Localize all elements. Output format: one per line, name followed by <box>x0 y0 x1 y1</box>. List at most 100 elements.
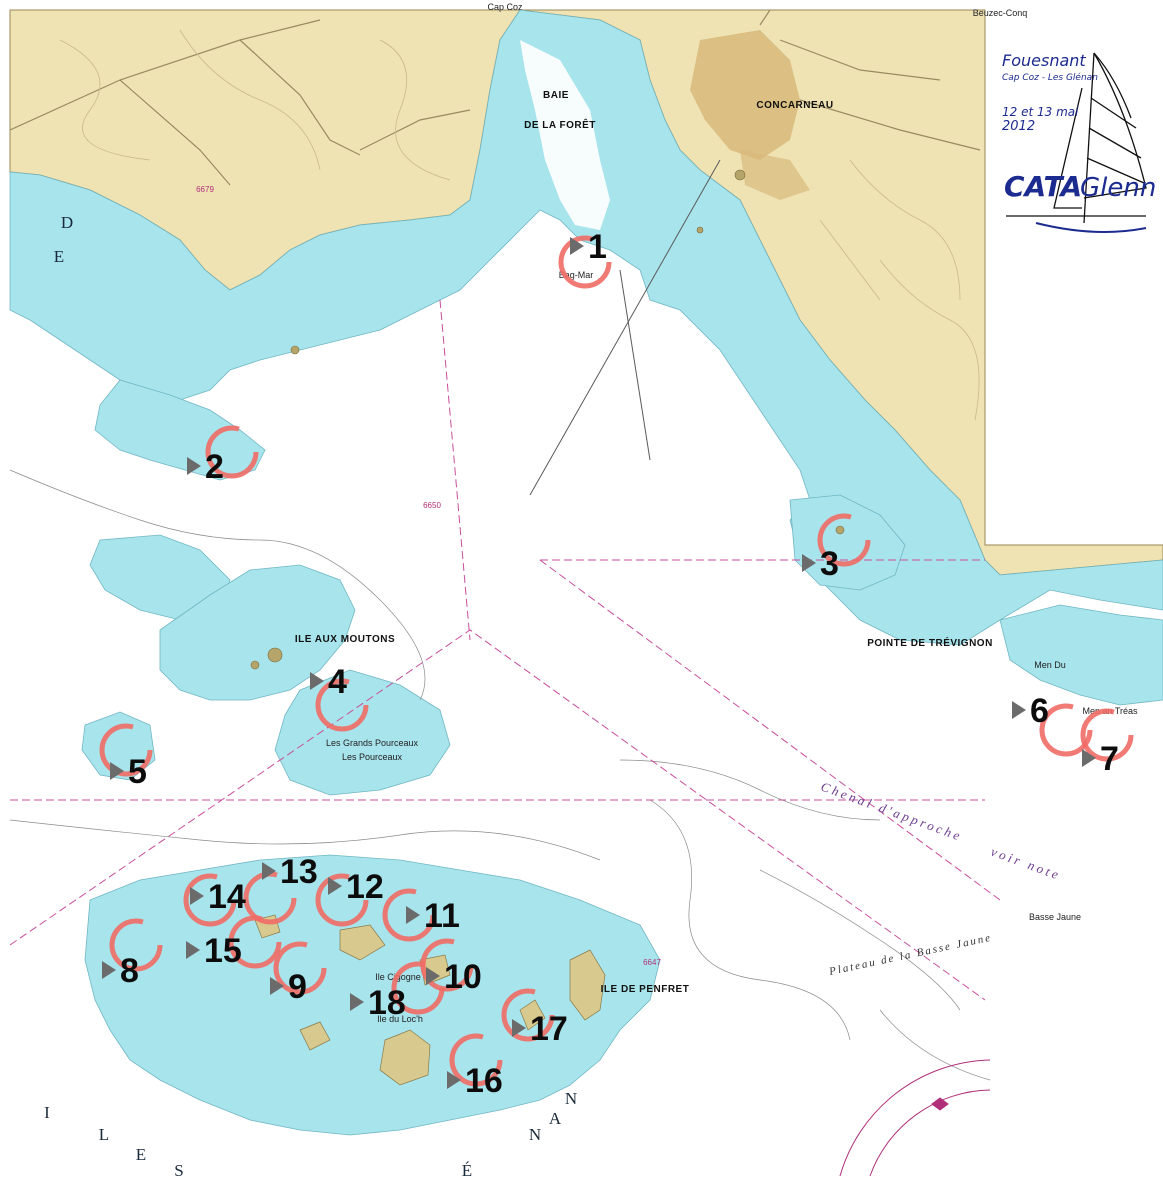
sea-area-letter: I <box>44 1103 52 1122</box>
mark-pointer-icon <box>310 672 324 690</box>
mark-pointer-icon <box>570 237 584 255</box>
fairway-line <box>529 159 721 496</box>
shallow-water-north <box>9 9 1163 646</box>
roads <box>9 9 981 186</box>
sea-area-letter: N <box>565 1089 579 1108</box>
mark-number: 5 <box>128 753 147 791</box>
mark-ring-icon <box>228 915 282 969</box>
turning-mark-4[interactable]: 4 <box>310 663 369 732</box>
mark-ring-icon <box>501 988 555 1042</box>
town-district <box>740 150 810 200</box>
turning-mark-1[interactable]: 1 <box>558 228 612 289</box>
east-shoal <box>999 604 1163 706</box>
turning-mark-7[interactable]: 7 <box>1080 708 1134 778</box>
mark-pointer-icon <box>328 877 342 895</box>
mark-ring-icon <box>109 918 163 972</box>
mark-ring-icon <box>817 513 871 567</box>
logo-brand-glenn: Glenn <box>1080 173 1156 203</box>
turning-mark-13[interactable]: 13 <box>243 853 318 925</box>
mark-ring-icon <box>391 961 445 1015</box>
turning-mark-8[interactable]: 8 <box>102 918 163 990</box>
sea-area-letter: É <box>462 1161 474 1178</box>
place-label: Ile du Loc'h <box>377 1014 423 1024</box>
turning-mark-11[interactable]: 11 <box>382 888 460 942</box>
sea-area-letter: E <box>54 247 66 266</box>
chart-number: 6647 <box>643 958 661 967</box>
compass-rose-icon <box>839 1059 991 1177</box>
chart-number: 6650 <box>423 501 441 510</box>
mark-ring-icon <box>315 678 369 732</box>
mark-number: 13 <box>280 853 318 891</box>
mark-pointer-icon <box>512 1019 526 1037</box>
mark-pointer-icon <box>350 993 364 1011</box>
mark-number: 15 <box>204 932 242 970</box>
place-label: POINTE DE TRÉVIGNON <box>867 636 993 649</box>
mark-number: 6 <box>1030 692 1049 730</box>
mark-pointer-icon <box>802 554 816 572</box>
mark-pointer-icon <box>187 457 201 475</box>
turning-mark-5[interactable]: 5 <box>99 723 153 791</box>
mark-pointer-icon <box>1082 749 1096 767</box>
sea-area-letter: L <box>99 1125 111 1144</box>
mark-ring-icon <box>1039 703 1093 757</box>
mark-ring-icon <box>273 941 327 995</box>
mark-ring-icon <box>382 888 436 942</box>
place-label: Basse Jaune <box>1029 912 1081 922</box>
place-label: ILE DE PENFRET <box>601 984 690 995</box>
catamaran-sail-icon <box>1006 52 1147 233</box>
sea-area-letter: A <box>549 1109 563 1128</box>
place-label: Les Grands Pourceaux <box>326 738 419 748</box>
turning-mark-18[interactable]: 18 <box>350 961 445 1022</box>
mark-number: 12 <box>346 868 384 906</box>
turning-mark-6[interactable]: 6 <box>1012 692 1093 757</box>
turning-mark-16[interactable]: 16 <box>447 1033 503 1100</box>
mark-pointer-icon <box>447 1071 461 1089</box>
mark-number: 1 <box>588 228 607 266</box>
mark-ring-icon <box>183 873 237 927</box>
mark-number: 8 <box>120 952 139 990</box>
mark-pointer-icon <box>190 887 204 905</box>
concarneau-town <box>690 30 800 160</box>
place-label: BAIE <box>543 90 569 101</box>
turning-mark-14[interactable]: 14 <box>183 873 246 927</box>
turning-mark-9[interactable]: 9 <box>270 941 327 1006</box>
mark-pointer-icon <box>262 862 276 880</box>
turning-mark-3[interactable]: 3 <box>802 513 871 583</box>
mark-ring-icon <box>449 1033 503 1087</box>
mark-number: 4 <box>328 663 347 701</box>
mark-number: 7 <box>1100 740 1119 778</box>
sea-area-letter: E <box>136 1145 148 1164</box>
chart-limits <box>9 299 1001 1001</box>
sea-area-letter: D <box>61 213 75 232</box>
glenan-archipelago <box>84 854 661 1136</box>
logo-line3: 12 et 13 mai <box>1002 105 1079 119</box>
baie-de-la-foret <box>520 40 610 230</box>
mark-number: 14 <box>208 878 246 916</box>
turning-mark-17[interactable]: 17 <box>501 988 568 1048</box>
place-label: Bag-Mar <box>559 270 594 280</box>
depth-contours <box>9 469 991 1081</box>
sea-area-letter: S <box>174 1161 185 1178</box>
place-label: ILE AUX MOUTONS <box>295 634 395 645</box>
place-label: Les Pourceaux <box>342 752 403 762</box>
mark-pointer-icon <box>102 961 116 979</box>
turning-mark-12[interactable]: 12 <box>315 868 384 927</box>
turning-mark-2[interactable]: 2 <box>187 425 259 486</box>
place-label: CONCARNEAU <box>756 100 833 111</box>
shallow-water-west <box>94 379 266 481</box>
land-contours <box>59 29 980 421</box>
mark-pointer-icon <box>110 762 124 780</box>
mark-number: 17 <box>530 1010 568 1048</box>
mark-number: 18 <box>368 984 406 1022</box>
mark-pointer-icon <box>1012 701 1026 719</box>
mark-ring-icon <box>558 235 612 289</box>
mark-pointer-icon <box>186 941 200 959</box>
mark-number: 16 <box>465 1062 503 1100</box>
mark-number: 9 <box>288 968 307 1006</box>
turning-mark-15[interactable]: 15 <box>186 915 282 970</box>
place-label: DE LA FORÊT <box>524 118 596 131</box>
